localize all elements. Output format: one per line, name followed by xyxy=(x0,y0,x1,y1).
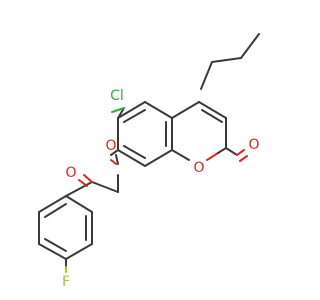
bond xyxy=(171,101,200,119)
bond xyxy=(144,101,173,119)
bond xyxy=(206,152,219,161)
bond xyxy=(236,149,245,156)
bond xyxy=(198,101,227,119)
lactone-carbonyl xyxy=(225,139,248,162)
bond xyxy=(239,155,248,162)
bond xyxy=(217,147,227,154)
structure-diagram: Cl O O O O F xyxy=(38,33,260,290)
bond-to-ether-oxygen xyxy=(110,149,119,156)
bond xyxy=(115,154,119,165)
fluorophenyl-ring xyxy=(38,195,93,273)
bond xyxy=(123,109,146,123)
bond xyxy=(78,179,88,187)
bond-to-chlorine xyxy=(117,107,125,119)
bond xyxy=(44,238,67,252)
bond xyxy=(65,195,93,213)
chlorine-label: Cl xyxy=(110,88,124,104)
fluorine-label: F xyxy=(62,274,70,290)
bond xyxy=(65,243,93,260)
bond xyxy=(201,109,223,123)
bond xyxy=(211,57,242,63)
ketone-linker xyxy=(65,174,119,197)
bond xyxy=(110,159,117,165)
bond xyxy=(117,101,146,119)
bond xyxy=(123,145,146,159)
bond xyxy=(117,149,146,167)
bond xyxy=(38,195,67,213)
ring-oxygen-label: O xyxy=(193,160,204,176)
molecule-canvas: Cl O O O O F xyxy=(38,33,260,290)
lactone-oxygen-label: O xyxy=(248,137,259,153)
bond xyxy=(83,174,93,183)
propyl-chain xyxy=(200,33,260,90)
bond xyxy=(44,203,67,218)
bond xyxy=(38,243,67,260)
bond xyxy=(65,181,93,197)
ketone-oxygen-label: O xyxy=(65,165,76,181)
ether-oxygen-label: O xyxy=(105,138,116,154)
bond xyxy=(91,181,119,193)
coumarin-benzene-ring xyxy=(117,101,173,167)
bond xyxy=(171,149,190,161)
bond xyxy=(225,147,238,156)
bond xyxy=(200,61,213,90)
bond-to-chlorine xyxy=(111,107,125,113)
bond xyxy=(144,149,173,167)
bond xyxy=(240,33,260,59)
pyranone-ring xyxy=(171,101,238,161)
